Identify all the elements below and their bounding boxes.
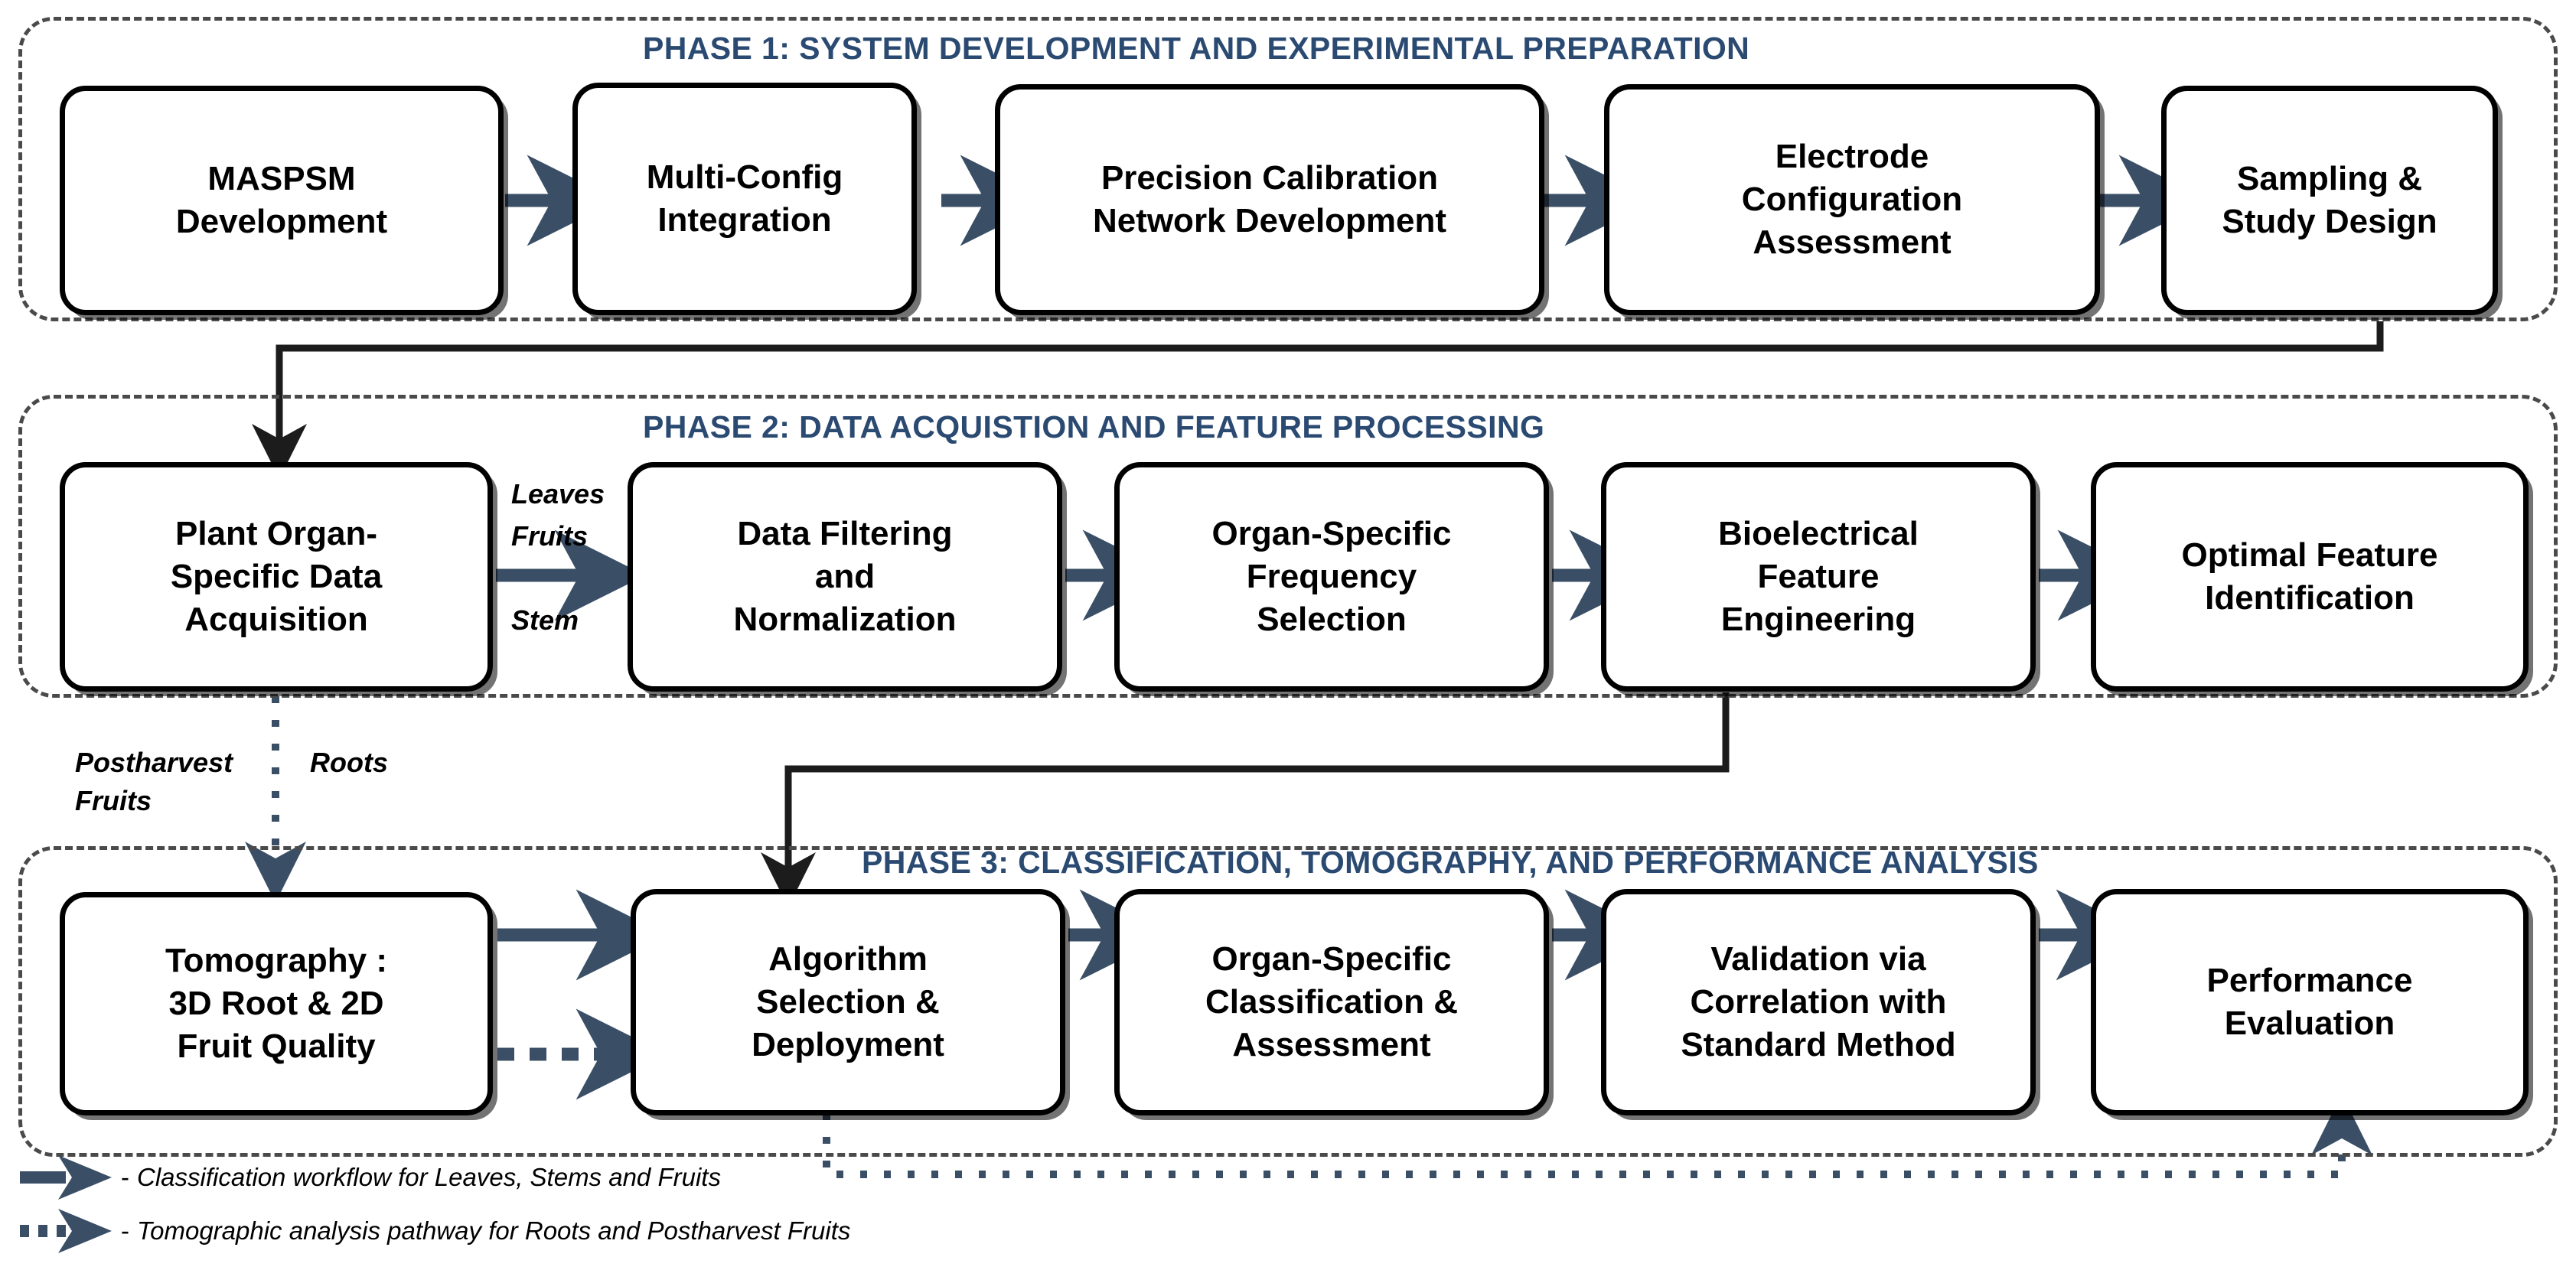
node-bioelectrical-feature-engineering[interactable]: Bioelectrical Feature Engineering (1601, 462, 2036, 692)
phase-1-title: PHASE 1: SYSTEM DEVELOPMENT AND EXPERIME… (643, 31, 1750, 66)
legend-dash-1: - (121, 1163, 129, 1191)
phase-3-container (18, 846, 2558, 1157)
node-label: Bioelectrical Feature Engineering (1718, 514, 1919, 639)
legend-item-classification: - Classification workflow for Leaves, St… (17, 1154, 721, 1201)
node-validation-correlation-standard-method[interactable]: Validation via Correlation with Standard… (1601, 889, 2036, 1115)
node-electrode-configuration-assessment[interactable]: Electrode Configuration Assessment (1604, 84, 2100, 315)
node-label: Data Filtering and Normalization (733, 514, 957, 639)
node-label: Optimal Feature Identification (2181, 536, 2438, 617)
node-performance-evaluation[interactable]: Performance Evaluation (2091, 889, 2529, 1115)
node-sampling-study-design[interactable]: Sampling & Study Design (2161, 86, 2498, 315)
node-data-filtering-normalization[interactable]: Data Filtering and Normalization (628, 462, 1062, 692)
legend-label-tomographic: Tomographic analysis pathway for Roots a… (137, 1216, 851, 1245)
node-label: Multi-Config Integration (646, 158, 843, 239)
edge-label-fruits: Fruits (511, 520, 589, 552)
legend-dash-2: - (121, 1216, 129, 1245)
node-multi-config-integration[interactable]: Multi-Config Integration (572, 83, 917, 315)
node-label: Organ-Specific Frequency Selection (1211, 514, 1452, 639)
node-label: Organ-Specific Classification & Assessme… (1205, 939, 1459, 1064)
node-label: MASPSM Development (175, 159, 388, 240)
node-optimal-feature-identification[interactable]: Optimal Feature Identification (2091, 462, 2529, 692)
node-precision-calibration-network[interactable]: Precision Calibration Network Developmen… (995, 84, 1544, 315)
node-organ-specific-frequency-selection[interactable]: Organ-Specific Frequency Selection (1114, 462, 1549, 692)
dotted-arrow-icon (20, 1209, 112, 1253)
node-label: Tomography : 3D Root & 2D Fruit Quality (165, 941, 388, 1066)
solid-arrow-icon (20, 1155, 112, 1200)
edge-label-stem: Stem (511, 604, 579, 636)
node-label: Performance Evaluation (2206, 961, 2413, 1042)
phase-3-title: PHASE 3: CLASSIFICATION, TOMOGRAPHY, AND… (862, 845, 2039, 880)
edge-label-leaves: Leaves (511, 478, 605, 510)
legend-item-tomographic: - Tomographic analysis pathway for Roots… (17, 1207, 850, 1255)
node-plant-organ-specific-data-acquisition[interactable]: Plant Organ- Specific Data Acquisition (60, 462, 493, 692)
edge-label-roots: Roots (310, 747, 388, 778)
phase-1-container (18, 17, 2558, 321)
node-algorithm-selection-deployment[interactable]: Algorithm Selection & Deployment (631, 889, 1065, 1115)
phase-2-container (18, 395, 2558, 698)
node-organ-specific-classification-assessment[interactable]: Organ-Specific Classification & Assessme… (1114, 889, 1549, 1115)
node-label: Electrode Configuration Assessment (1741, 137, 1963, 262)
node-label: Plant Organ- Specific Data Acquisition (170, 514, 383, 639)
node-label: Precision Calibration Network Developmen… (1092, 158, 1447, 239)
node-label: Algorithm Selection & Deployment (752, 939, 944, 1064)
node-label: Sampling & Study Design (2222, 159, 2437, 240)
phase-2-title: PHASE 2: DATA ACQUISTION AND FEATURE PRO… (643, 409, 1545, 444)
node-label: Validation via Correlation with Standard… (1681, 939, 1956, 1064)
edge-label-postharvest-fruits: Fruits (75, 785, 152, 816)
node-maspsm-development[interactable]: MASPSM Development (60, 86, 504, 315)
legend-label-classification: Classification workflow for Leaves, Stem… (137, 1163, 721, 1191)
edge-label-postharvest: Postharvest (75, 747, 233, 778)
node-tomography-3d-root-2d-fruit[interactable]: Tomography : 3D Root & 2D Fruit Quality (60, 892, 493, 1115)
